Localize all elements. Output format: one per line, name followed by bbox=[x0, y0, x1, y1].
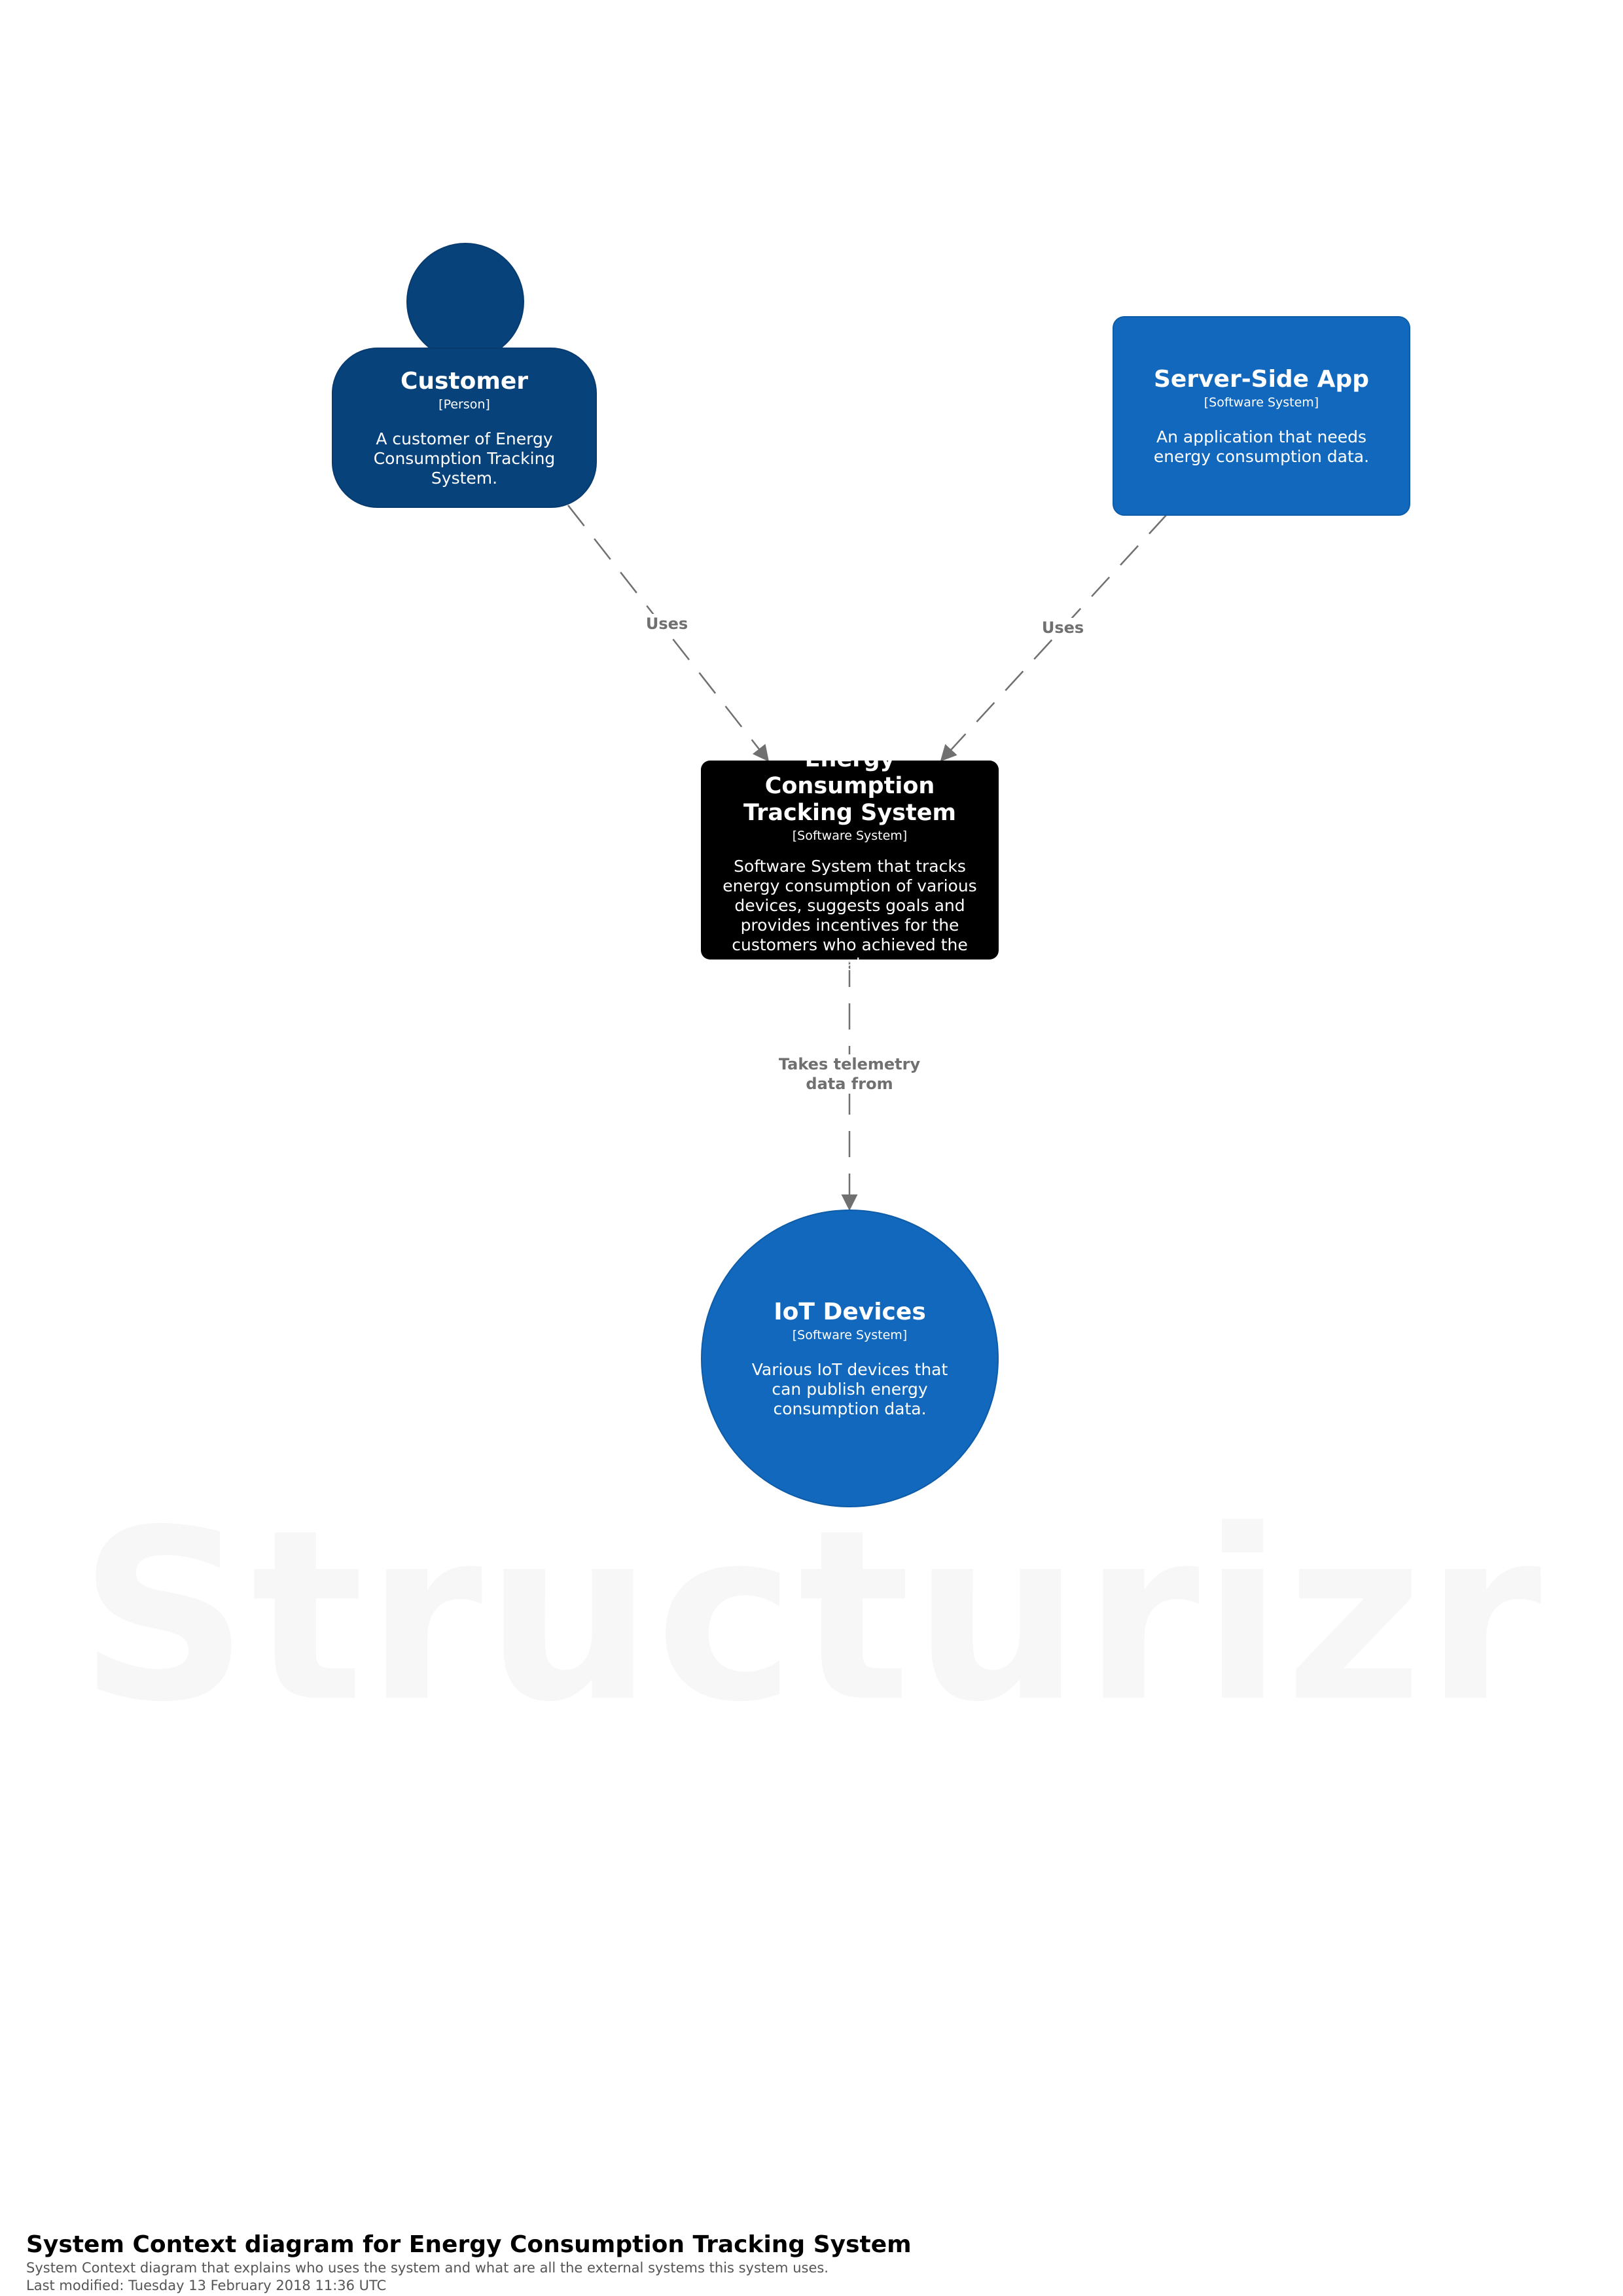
customer-name: Customer bbox=[400, 367, 529, 395]
server-uses-label: Uses bbox=[1040, 618, 1086, 637]
customer-uses-label: Uses bbox=[644, 614, 690, 634]
customer-description: A customer of Energy Consumption Trackin… bbox=[373, 429, 556, 488]
last-modified: Last modified: Tuesday 13 February 2018 … bbox=[26, 2278, 387, 2293]
structurizr-watermark: Structurizr bbox=[79, 1479, 1544, 1753]
customer-type: [Person] bbox=[438, 397, 490, 412]
diagram-subtitle: System Context diagram that explains who… bbox=[26, 2260, 829, 2276]
diagram-footer: System Context diagram for Energy Consum… bbox=[26, 2231, 1597, 2295]
server-app-description: An application that needs energy consump… bbox=[1153, 427, 1370, 466]
diagram-title: System Context diagram for Energy Consum… bbox=[26, 2231, 912, 2258]
server-app-type: [Software System] bbox=[1204, 395, 1319, 410]
iot-type: [Software System] bbox=[792, 1327, 908, 1342]
customer-uses-arrow[interactable] bbox=[567, 505, 770, 762]
ects-name: Energy Consumption Tracking System bbox=[743, 745, 956, 826]
iot-description: Various IoT devices that can publish ene… bbox=[751, 1359, 948, 1418]
server-uses-arrow[interactable] bbox=[940, 514, 1168, 762]
ects-description: Software System that tracks energy consu… bbox=[722, 856, 977, 974]
customer-person[interactable]: Customer [Person] A customer of Energy C… bbox=[332, 348, 597, 508]
ects-type: [Software System] bbox=[792, 828, 908, 843]
telemetry-label: Takes telemetry data from bbox=[777, 1054, 921, 1094]
energy-consumption-tracking-system[interactable]: Energy Consumption Tracking System [Soft… bbox=[701, 746, 999, 974]
iot-name: IoT Devices bbox=[774, 1298, 926, 1325]
customer-head-shape bbox=[406, 243, 524, 361]
iot-devices-system[interactable]: IoT Devices [Software System] Various Io… bbox=[701, 1210, 999, 1507]
server-app-name: Server-Side App bbox=[1153, 365, 1370, 393]
server-side-app-system[interactable]: Server-Side App [Software System] An app… bbox=[1113, 316, 1410, 516]
